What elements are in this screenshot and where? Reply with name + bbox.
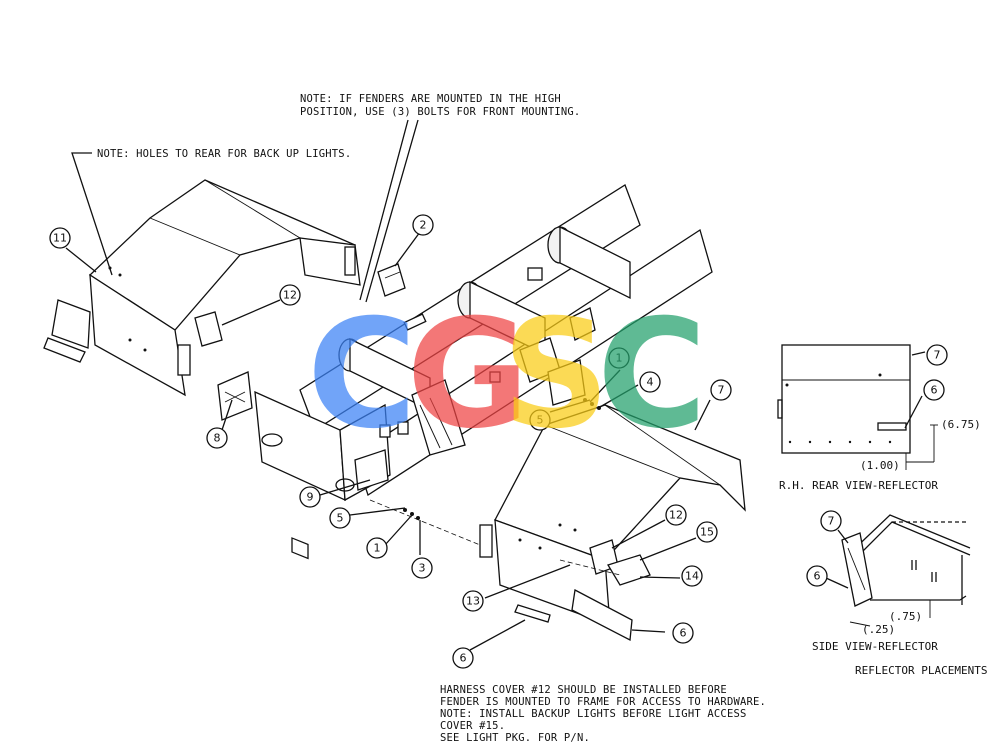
svg-text:3: 3	[419, 562, 426, 575]
dim-0-75: (.75)	[889, 610, 922, 623]
hardware-dots	[108, 266, 601, 550]
svg-text:5: 5	[537, 414, 544, 427]
rear-view-title: R.H. REAR VIEW-REFLECTOR	[779, 479, 938, 492]
leader-lines	[65, 119, 711, 651]
watermark-letter-1: C	[307, 288, 417, 462]
callout-6-lower-right: 6	[672, 622, 694, 644]
svg-text:12: 12	[669, 509, 683, 522]
callout-12: 12	[279, 284, 301, 306]
svg-text:6: 6	[814, 570, 821, 583]
detail-rear-view: 7 6 (6.75) (1.00) R.H. REAR VIEW-REFLECT…	[777, 344, 981, 492]
callout-7-rear: 7	[926, 344, 948, 366]
svg-text:1: 1	[374, 542, 381, 555]
callout-13: 13	[462, 590, 484, 612]
right-fender	[479, 404, 746, 642]
svg-text:2: 2	[420, 219, 427, 232]
dashed-assembly-line	[369, 499, 481, 546]
svg-text:7: 7	[718, 384, 725, 397]
callout-8: 8	[206, 427, 228, 449]
svg-text:6: 6	[460, 652, 467, 665]
side-view-title: SIDE VIEW-REFLECTOR	[812, 640, 938, 653]
svg-text:9: 9	[307, 491, 314, 504]
note-harness-line3: NOTE: INSTALL BACKUP LIGHTS BEFORE LIGHT…	[440, 708, 747, 720]
svg-text:8: 8	[214, 432, 221, 445]
note-holes-rear: NOTE: HOLES TO REAR FOR BACK UP LIGHTS.	[97, 148, 351, 160]
dim-0-25: (.25)	[862, 623, 895, 636]
callout-2: 2	[412, 214, 434, 236]
note-harness-line5: SEE LIGHT PKG. FOR P/N.	[440, 732, 590, 744]
callout-1-right: 1	[608, 347, 630, 369]
watermark-letter-4: C	[597, 288, 707, 462]
note-harness-line1: HARNESS COVER #12 SHOULD BE INSTALLED BE…	[440, 684, 727, 696]
svg-text:7: 7	[934, 349, 941, 362]
note-fenders-high-line1: NOTE: IF FENDERS ARE MOUNTED IN THE HIGH	[300, 93, 561, 105]
svg-text:1: 1	[616, 352, 623, 365]
callout-5-right: 5	[529, 409, 551, 431]
svg-text:14: 14	[685, 570, 699, 583]
svg-text:7: 7	[828, 515, 835, 528]
left-fender	[43, 179, 361, 397]
note-fenders-high-line2: POSITION, USE (3) BOLTS FOR FRONT MOUNTI…	[300, 106, 580, 118]
callout-11: 11	[49, 227, 71, 249]
dim-6-75: (6.75)	[941, 418, 981, 431]
callout-6-rear: 6	[923, 379, 945, 401]
callout-1: 1	[366, 537, 388, 559]
svg-text:6: 6	[680, 627, 687, 640]
note-harness-line4: COVER #15.	[440, 720, 505, 732]
svg-text:15: 15	[700, 526, 714, 539]
callout-5: 5	[329, 507, 351, 529]
callout-bubbles: 11 2 12 8 9 5 1 3 1 4 5 7 12 15 14 13 6 …	[49, 214, 732, 669]
svg-text:13: 13	[466, 595, 480, 608]
note-harness-line2: FENDER IS MOUNTED TO FRAME FOR ACCESS TO…	[440, 696, 766, 708]
watermark-letter-3: S	[502, 288, 610, 462]
callout-7: 7	[710, 379, 732, 401]
watermark-letter-2: G	[406, 288, 529, 462]
detail-side-view: 7 6 (.75) (.25) SIDE VIEW-REFLECTOR REFL…	[806, 510, 987, 677]
callout-4: 4	[639, 371, 661, 393]
callout-6-side: 6	[806, 565, 828, 587]
callout-7-side: 7	[820, 510, 842, 532]
callout-9: 9	[299, 486, 321, 508]
svg-text:12: 12	[283, 289, 297, 302]
chassis-frame	[217, 184, 713, 560]
part-2-block	[377, 263, 406, 297]
callout-15: 15	[696, 521, 718, 543]
svg-text:4: 4	[647, 376, 654, 389]
notes: NOTE: HOLES TO REAR FOR BACK UP LIGHTS. …	[97, 93, 766, 744]
reflector-placements-title: REFLECTOR PLACEMENTS	[855, 664, 987, 677]
callout-6: 6	[452, 647, 474, 669]
callout-12-right: 12	[665, 504, 687, 526]
svg-text:5: 5	[337, 512, 344, 525]
callout-14: 14	[681, 565, 703, 587]
svg-text:11: 11	[53, 232, 67, 245]
dim-1-00: (1.00)	[860, 459, 900, 472]
svg-text:6: 6	[931, 384, 938, 397]
callout-3: 3	[411, 557, 433, 579]
watermark: C G S C	[307, 288, 707, 462]
